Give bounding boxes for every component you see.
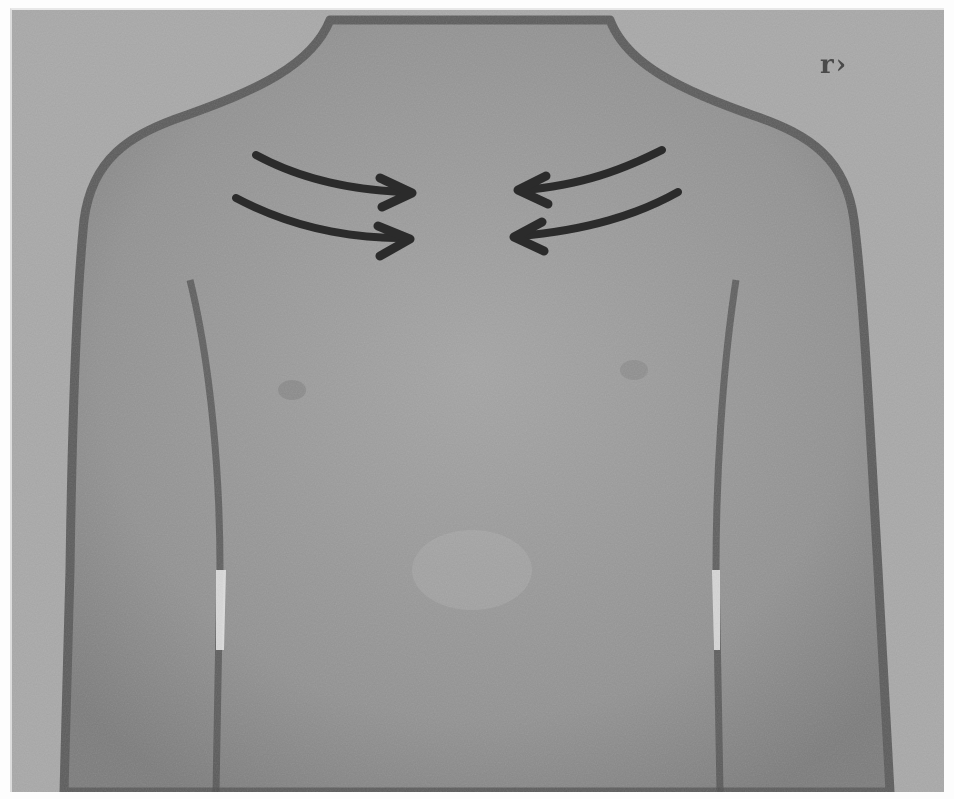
film-grain xyxy=(12,10,944,792)
photo-frame: r› xyxy=(10,8,944,792)
torso-illustration xyxy=(12,10,944,792)
figure-mark: r› xyxy=(820,50,848,80)
